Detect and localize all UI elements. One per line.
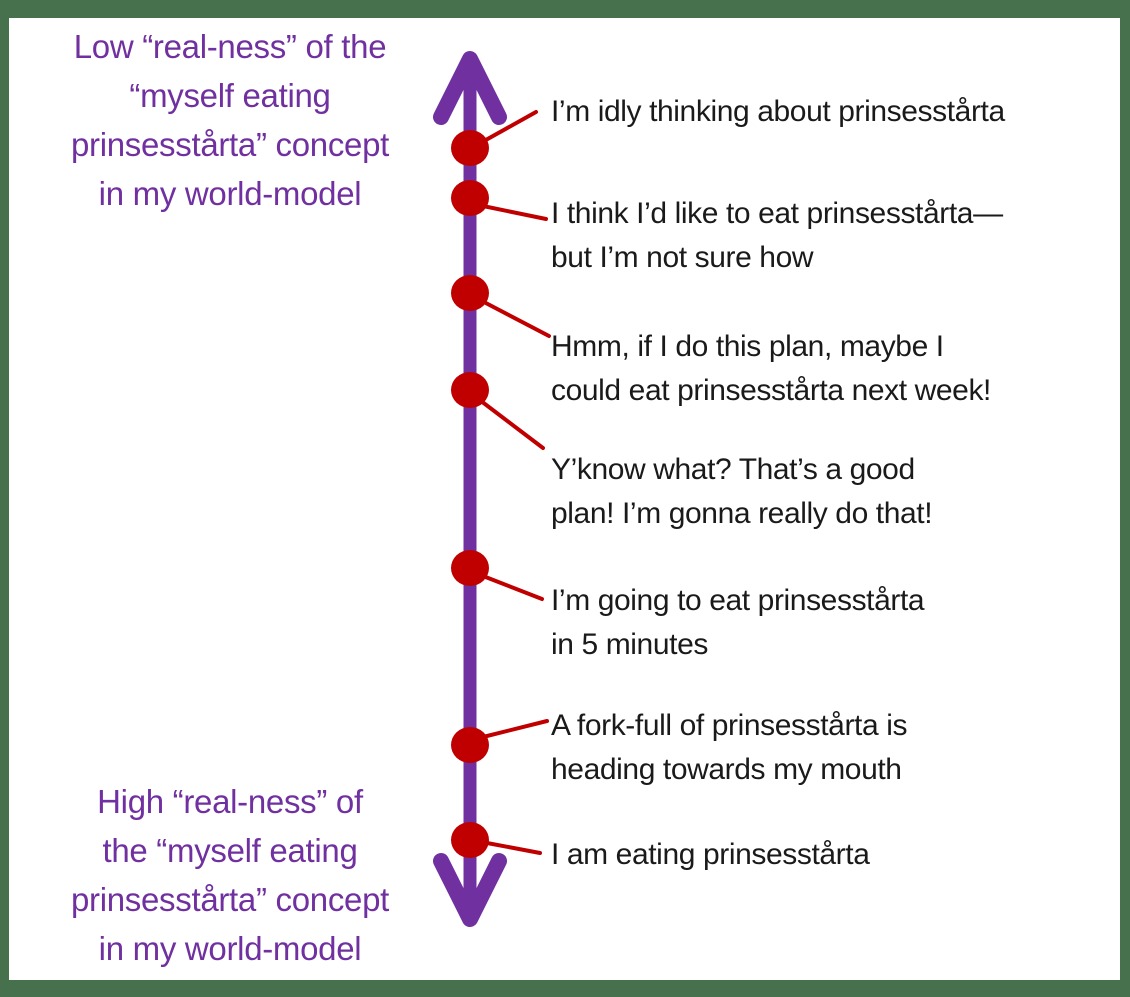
diagram-canvas — [9, 18, 1120, 980]
connector-line — [481, 574, 544, 601]
timeline-dot — [451, 275, 489, 311]
arrow-up-head-icon — [433, 51, 507, 125]
points-layer — [451, 110, 551, 858]
connector-line — [481, 204, 548, 221]
connector-line — [481, 719, 549, 739]
timeline-dot — [451, 822, 489, 858]
connector-line — [480, 299, 551, 338]
timeline-dot — [451, 130, 489, 166]
arrow-down-head-icon — [433, 853, 507, 927]
timeline-dot — [451, 727, 489, 763]
timeline-dot — [451, 372, 489, 408]
timeline-dot — [451, 550, 489, 586]
connector-line — [479, 399, 545, 450]
connector-line — [485, 841, 542, 855]
timeline-dot — [451, 180, 489, 216]
connector-line — [482, 110, 538, 143]
